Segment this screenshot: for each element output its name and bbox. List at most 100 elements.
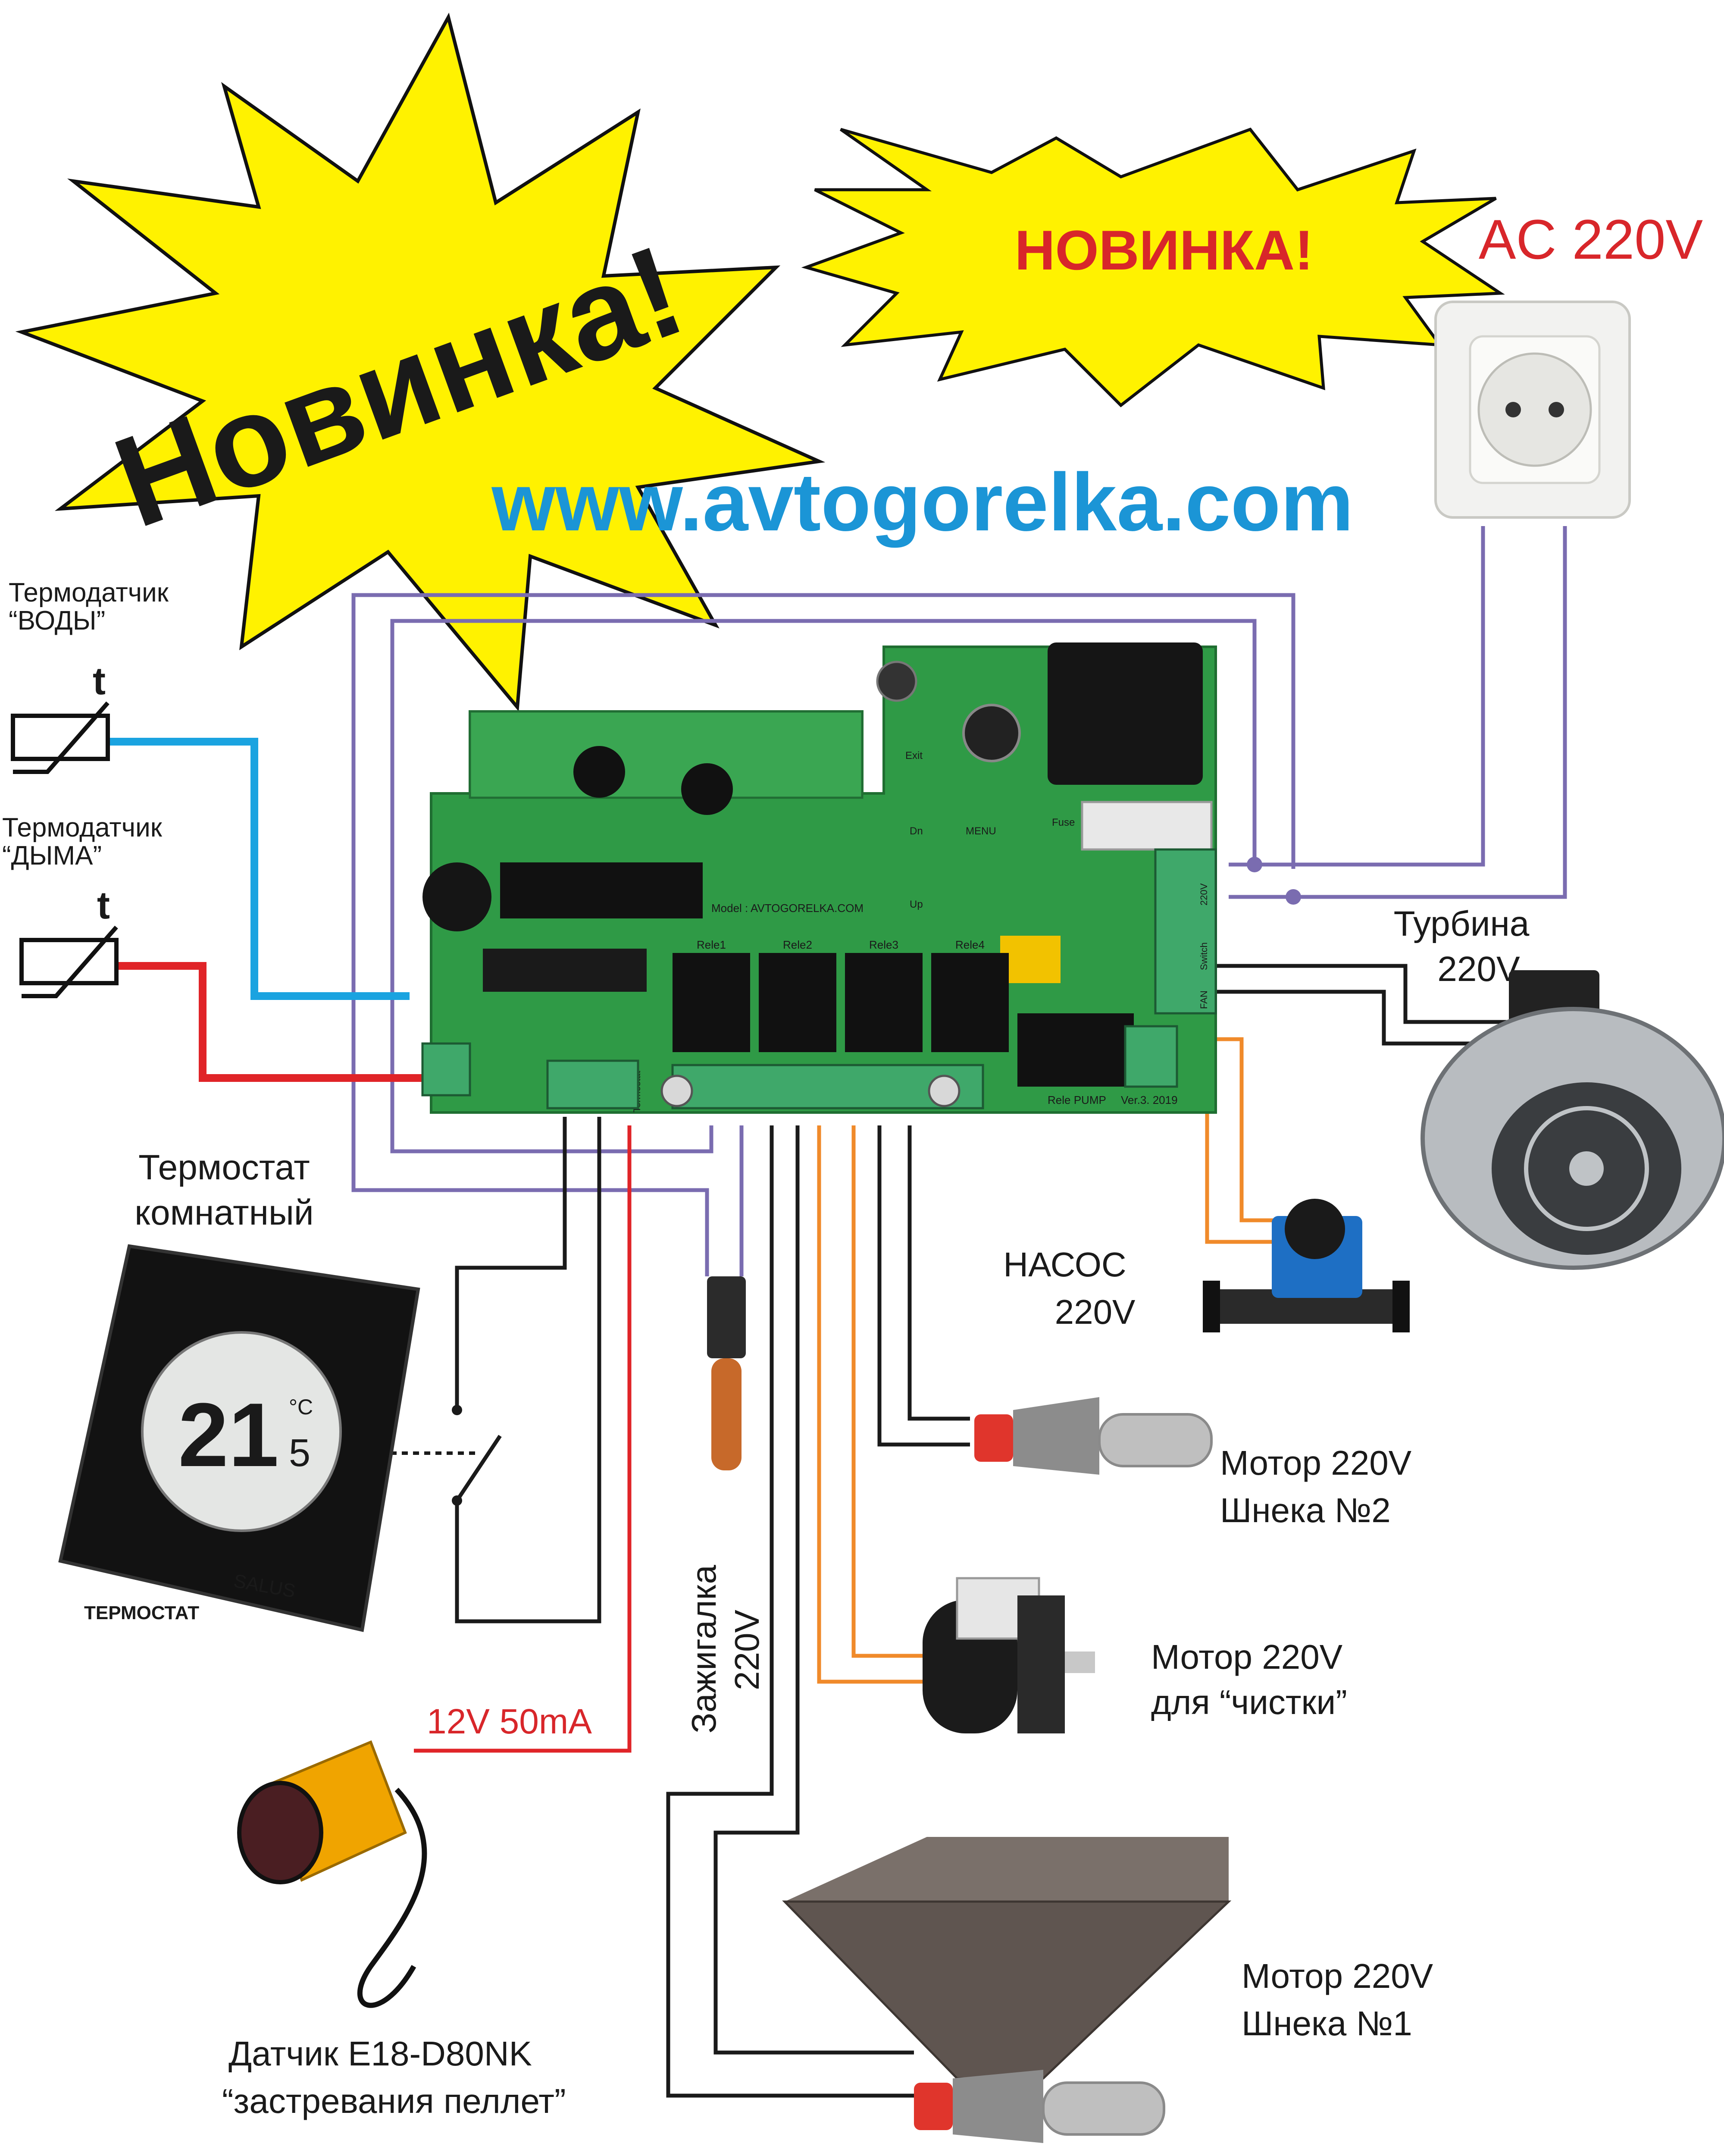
fuse-holder: [1081, 801, 1213, 851]
auger2-line2: Шнека №2: [1220, 1491, 1391, 1529]
black-wire-auger2-b: [907, 1125, 970, 1421]
mount-hole-left: [660, 1075, 693, 1107]
mount-hole-right: [928, 1075, 961, 1107]
btn-menu: MENU: [966, 825, 996, 837]
sensor-e18-cable: [357, 1787, 427, 2008]
controller-board: Rele1 Rele2 Rele3 Rele4 Rele PUMP Ver.3.…: [421, 642, 1217, 1114]
thermostat-line2: комнатный: [135, 1193, 313, 1232]
relay-1: [673, 953, 750, 1052]
transformer: [1048, 642, 1203, 785]
turbine-line2: 220V: [1437, 950, 1520, 989]
terminal-thermostat: [546, 1059, 639, 1109]
relay-2: [759, 953, 836, 1052]
wall-socket: [1434, 301, 1631, 519]
sensor-e18-line1: Датчик E18-D80NK: [228, 2034, 532, 2073]
smoke-sensor: Термодатчик “ДЫМА” t: [2, 813, 163, 998]
thermostat-display-small: 5: [289, 1432, 310, 1475]
relay-4: [931, 953, 1009, 1052]
small-starburst-shape: [801, 127, 1505, 407]
thermostat-wire-b: [455, 1117, 601, 1623]
buzzer: [422, 862, 491, 931]
big-starburst: Новинка!: [15, 13, 826, 712]
socket-hole-right: [1549, 402, 1564, 417]
smoke-sensor-t: t: [97, 884, 110, 927]
relay-pump: [1017, 1013, 1134, 1087]
purple-wire-inner: [390, 619, 1257, 1153]
igniter-line2: 220V: [728, 1610, 766, 1690]
black-wire-turbine-b: [1216, 990, 1509, 1046]
board-version: Ver.3. 2019: [1121, 1094, 1178, 1106]
sensor-e18-voltage: 12V 50mA: [427, 1702, 592, 1741]
website-url: www.avtogorelka.com: [491, 457, 1353, 548]
pump-flange-left: [1203, 1281, 1220, 1332]
socket-hole-left: [1505, 402, 1521, 417]
igniter: Зажигалка 220V: [685, 1276, 766, 1733]
water-sensor-line1: Термодатчик: [9, 578, 169, 608]
wires: [108, 526, 1567, 2098]
auger1-tube: [1042, 2081, 1165, 2136]
pump-line2: 220V: [1055, 1293, 1136, 1331]
board-fuse-label: Fuse: [1052, 817, 1075, 828]
relay-2-label: Rele2: [783, 938, 812, 951]
motor-auger-2: Мотор 220V Шнека №2: [974, 1397, 1412, 1529]
smoke-thermistor-slash: [22, 925, 118, 998]
junction-dot-2: [1286, 889, 1301, 905]
lcd-cap-right: [681, 763, 733, 815]
pump-flange-right: [1392, 1281, 1410, 1332]
socket-recess: [1477, 352, 1592, 467]
turbine-grille: [1524, 1106, 1649, 1231]
igniter-connector: [707, 1276, 746, 1358]
relay-pump-label: Rele PUMP: [1048, 1094, 1106, 1106]
water-thermistor-slash: [13, 701, 110, 774]
pump-motor-cap: [1285, 1199, 1345, 1259]
relay-3: [845, 953, 923, 1052]
pump: НАСОС 220V: [1003, 1199, 1410, 1332]
orange-wire-cleaning-b: [851, 1125, 923, 1658]
auger1-line1: Мотор 220V: [1242, 1957, 1433, 1995]
turbine-hub: [1569, 1151, 1604, 1186]
auger1-motor-cap: [914, 2083, 953, 2130]
purple-wire-socket1: [1229, 526, 1485, 867]
cleaning-line2: для “чистки”: [1151, 1683, 1347, 1721]
relay-3-label: Rele3: [869, 938, 898, 951]
btn-up: Up: [910, 899, 923, 910]
room-thermostat: Термостат комнатный 21 °C 5 SALUS ТЕРМОС…: [58, 1148, 420, 1632]
yellow-capacitor: [1000, 936, 1061, 983]
relay-4-label: Rele4: [955, 938, 985, 951]
cleaning-line1: Мотор 220V: [1151, 1638, 1343, 1676]
small-starburst: НОВИНКА!: [801, 127, 1505, 407]
pellet-jam-sensor: 12V 50mA Датчик E18-D80NK “застревания п…: [222, 1702, 592, 2120]
lcd-cap-left: [573, 746, 625, 798]
auger2-tube: [1098, 1413, 1213, 1467]
turbine-line1: Турбина: [1394, 904, 1530, 943]
motor-auger-1: Мотор 220V Шнека №1: [914, 1957, 1433, 2143]
water-sensor-t: t: [93, 660, 106, 703]
auger2-line1: Мотор 220V: [1220, 1444, 1412, 1482]
thermostat-display-unit: °C: [289, 1395, 313, 1419]
motor-cleaning: Мотор 220V для “чистки”: [923, 1577, 1347, 1733]
auger1-line2: Шнека №1: [1242, 2004, 1412, 2043]
igniter-element: [711, 1358, 742, 1470]
red-wire-12v: [414, 1125, 632, 1753]
switch-pin-bottom: [452, 1495, 462, 1506]
water-sensor: Термодатчик “ВОДЫ” t: [9, 578, 169, 774]
small-banner-text: НОВИНКА!: [1015, 219, 1314, 282]
igniter-line1: Зажигалка: [685, 1565, 723, 1733]
btn-exit: Exit: [905, 750, 923, 761]
board-model: Model : AVTOGORELKA.COM: [711, 902, 864, 915]
thermostat-caption: ТЕРМОСТАТ: [84, 1602, 199, 1623]
black-wire-auger2-a: [877, 1125, 970, 1447]
thermostat-wire-a: [455, 1117, 567, 1406]
junction-dot-1: [1247, 857, 1262, 872]
smoke-sensor-line1: Термодатчик: [2, 813, 163, 843]
black-wire-auger1-a: [666, 1125, 914, 2098]
black-wire-turbine-a: [1216, 964, 1509, 1024]
terminal-pump: [1124, 1025, 1178, 1088]
terminal-sensors: [421, 1042, 471, 1097]
relay-1-label: Rele1: [697, 938, 726, 951]
thermostat-display: [141, 1331, 342, 1532]
red-wire-smoke-sensor: [116, 962, 427, 1082]
cleaning-motor-shaft: [1065, 1651, 1095, 1673]
microcontroller-chip: [483, 949, 647, 992]
